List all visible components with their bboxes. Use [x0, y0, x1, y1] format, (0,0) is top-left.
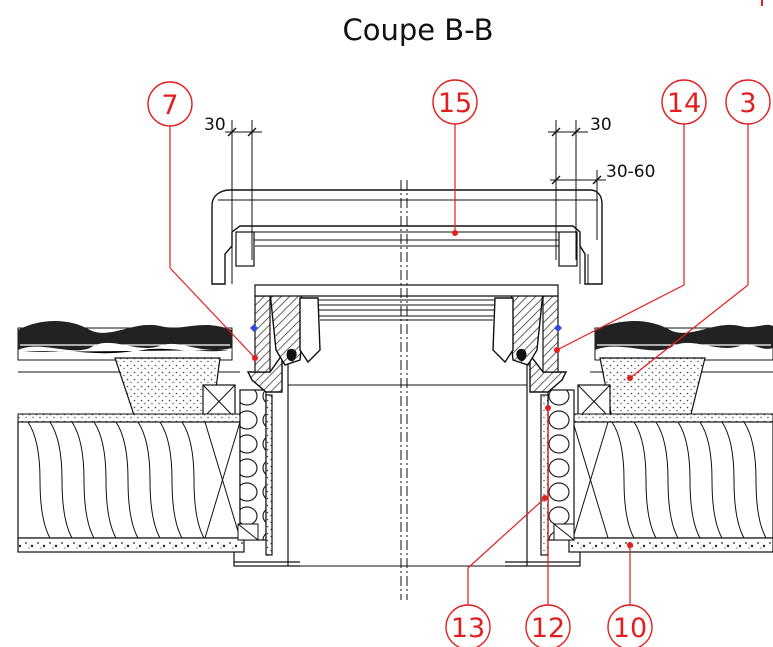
- insulation-left: [17, 421, 241, 539]
- batten-left: [202, 384, 236, 419]
- deck-left: [17, 413, 241, 423]
- blue-markers: [250, 324, 562, 332]
- callout-label: 14: [667, 88, 701, 119]
- center-break-line: [400, 180, 408, 600]
- callout-label: 3: [739, 88, 756, 119]
- dimension-right: 30 30-60: [548, 115, 655, 260]
- callout-15: 15: [432, 79, 478, 236]
- dimension-left-label: 30: [204, 115, 226, 135]
- shaft-liner-right: [540, 394, 549, 556]
- insulation-right: [572, 421, 773, 539]
- drawing-title: Coupe B-B: [342, 13, 493, 47]
- roof-tiles-left: [17, 321, 233, 361]
- callout-12: 12: [525, 405, 571, 647]
- ceiling-left: [17, 537, 245, 553]
- dimension-left: 30: [204, 115, 262, 260]
- shaft-insulation-left: [239, 389, 267, 541]
- callout-label: 7: [161, 90, 178, 121]
- callout-label: 10: [613, 613, 647, 644]
- gasket-right: [492, 291, 544, 366]
- callout-14: 14: [554, 79, 707, 353]
- shaft-liner-left: [265, 394, 273, 556]
- deck-right: [572, 413, 773, 423]
- upstand-wall-left: [254, 295, 271, 373]
- batten-right: [577, 384, 611, 419]
- callout-label: 13: [451, 613, 485, 644]
- callout-7: 7: [147, 81, 258, 361]
- callout-13: 13: [445, 495, 548, 647]
- ceiling-right: [568, 537, 773, 553]
- callout-3: 3: [627, 79, 771, 381]
- dimension-range-label: 30-60: [606, 162, 655, 182]
- callout-label: 15: [438, 88, 472, 119]
- upstand-wall-right: [542, 295, 559, 373]
- gasket-left: [269, 291, 321, 366]
- dimension-right-label: 30: [590, 115, 612, 135]
- mortar-wedge-right: [599, 357, 706, 419]
- callout-label: 12: [531, 613, 565, 644]
- shaft-insulation-right: [547, 389, 575, 541]
- skylight-lid: [211, 189, 603, 285]
- bottom-trim: [233, 523, 581, 567]
- roof-tiles-right: [594, 321, 773, 361]
- callout-10: 10: [607, 542, 653, 647]
